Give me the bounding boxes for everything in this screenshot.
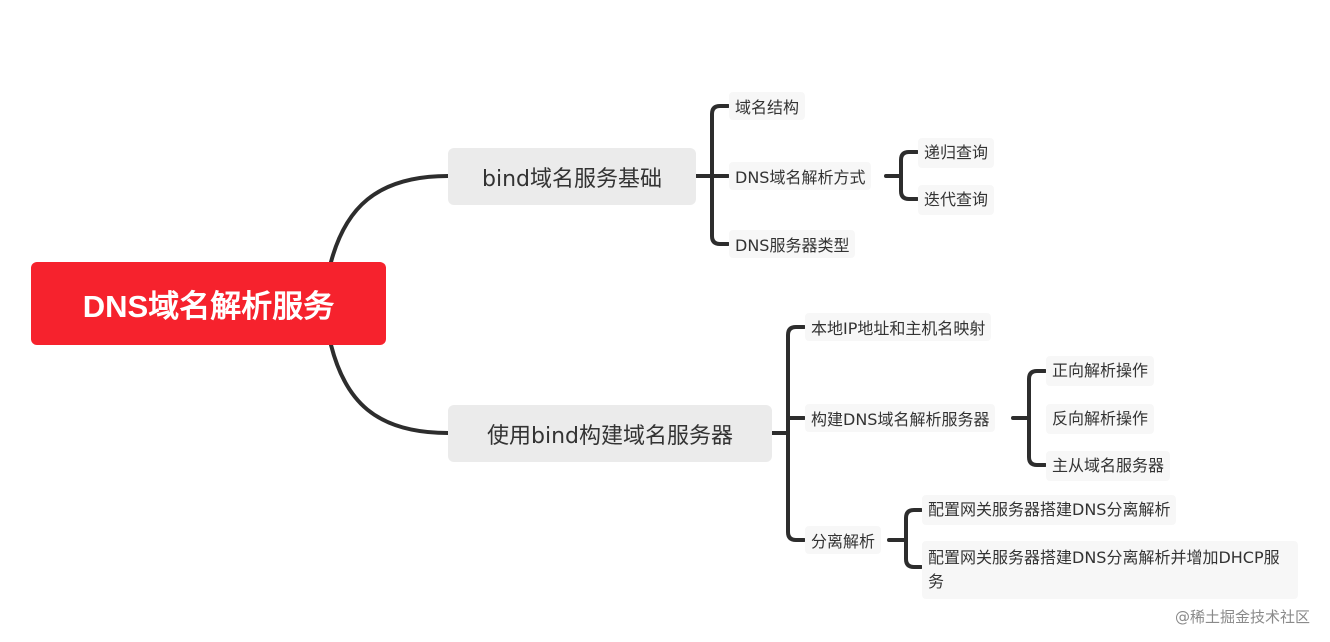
root-node[interactable]: DNS域名解析服务 [31, 262, 386, 345]
bracket-split [904, 508, 923, 569]
node-master-slave-server[interactable]: 主从域名服务器 [1046, 451, 1171, 481]
node-reverse-resolution[interactable]: 反向解析操作 [1046, 404, 1155, 434]
node-gateway-split[interactable]: 配置网关服务器搭建DNS分离解析 [922, 495, 1177, 525]
watermark: @稀土掘金技术社区 [1174, 608, 1310, 626]
node-recursive-query[interactable]: 递归查询 [918, 138, 995, 168]
node-gateway-split-dhcp[interactable]: 配置网关服务器搭建DNS分离解析并增加DHCP服务 [922, 541, 1298, 599]
node-build-dns-server[interactable]: 构建DNS域名解析服务器 [805, 404, 996, 432]
connector-root-branch1 [329, 174, 450, 264]
bracket-branch2 [786, 325, 806, 542]
bracket-build [1027, 369, 1047, 467]
branch-bind-basics[interactable]: bind域名服务基础 [448, 148, 696, 205]
connector-root-branch2 [329, 343, 450, 435]
bracket-dns-method [899, 150, 919, 201]
node-iterative-query[interactable]: 迭代查询 [918, 185, 995, 215]
node-domain-structure[interactable]: 域名结构 [729, 92, 806, 120]
node-split-resolution[interactable]: 分离解析 [805, 526, 882, 554]
node-dns-server-types[interactable]: DNS服务器类型 [729, 230, 856, 258]
branch-build-server[interactable]: 使用bind构建域名服务器 [448, 405, 772, 462]
node-local-ip-mapping[interactable]: 本地IP地址和主机名映射 [805, 313, 992, 341]
node-dns-resolution-method[interactable]: DNS域名解析方式 [729, 162, 872, 190]
node-forward-resolution[interactable]: 正向解析操作 [1046, 356, 1155, 386]
